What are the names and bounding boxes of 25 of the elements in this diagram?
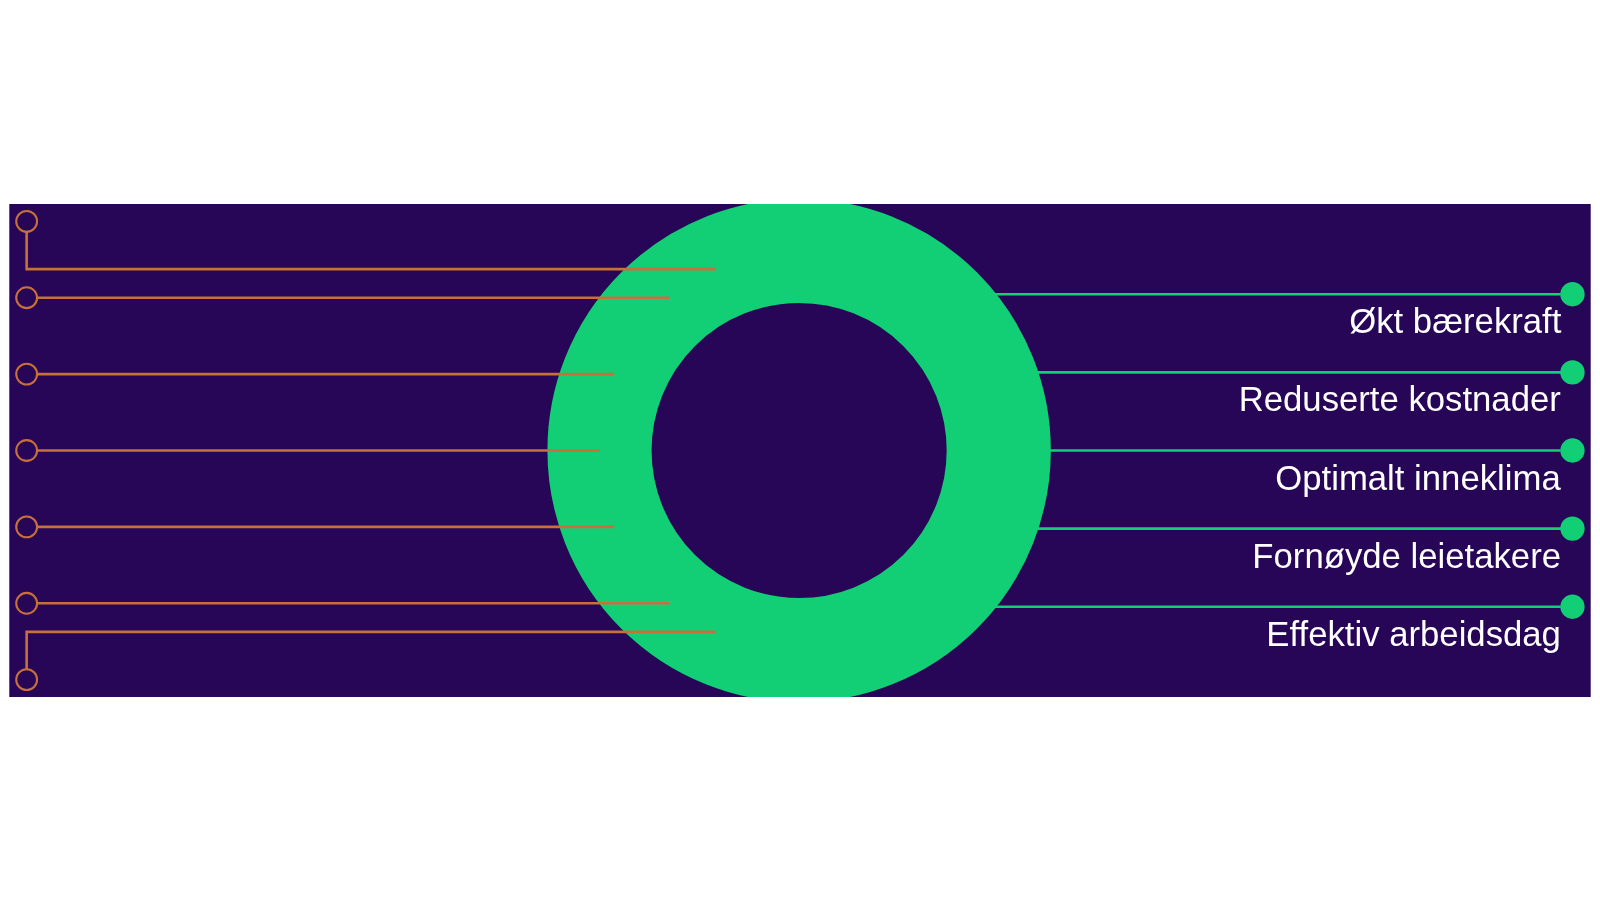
node-circle	[15, 514, 39, 538]
connector	[37, 372, 615, 375]
node-circle	[15, 667, 39, 691]
node-circle	[15, 591, 39, 615]
connector	[37, 295, 670, 299]
connector	[37, 525, 615, 528]
connector	[25, 231, 716, 270]
node-label: Reduserte kostnader	[1238, 379, 1561, 418]
node-circle	[15, 362, 39, 386]
node-circle	[1560, 281, 1585, 306]
node-label: Optimalt inneklima	[1275, 458, 1561, 497]
connector	[25, 630, 716, 669]
connector	[37, 448, 600, 452]
connector	[37, 601, 670, 605]
node-circle	[1560, 359, 1585, 385]
node-label: Effektiv arbeidsdag	[1266, 614, 1561, 653]
node-circle	[15, 438, 39, 462]
node-circle	[15, 209, 39, 233]
node-circle	[1560, 515, 1585, 541]
node-ring	[547, 203, 1051, 697]
node-circle	[1560, 594, 1585, 619]
node-circle	[15, 285, 39, 309]
node-label: Økt bærekraft	[1349, 301, 1562, 340]
node-circle	[1560, 437, 1585, 463]
node-label: Fornøyde leietakere	[1252, 536, 1562, 575]
